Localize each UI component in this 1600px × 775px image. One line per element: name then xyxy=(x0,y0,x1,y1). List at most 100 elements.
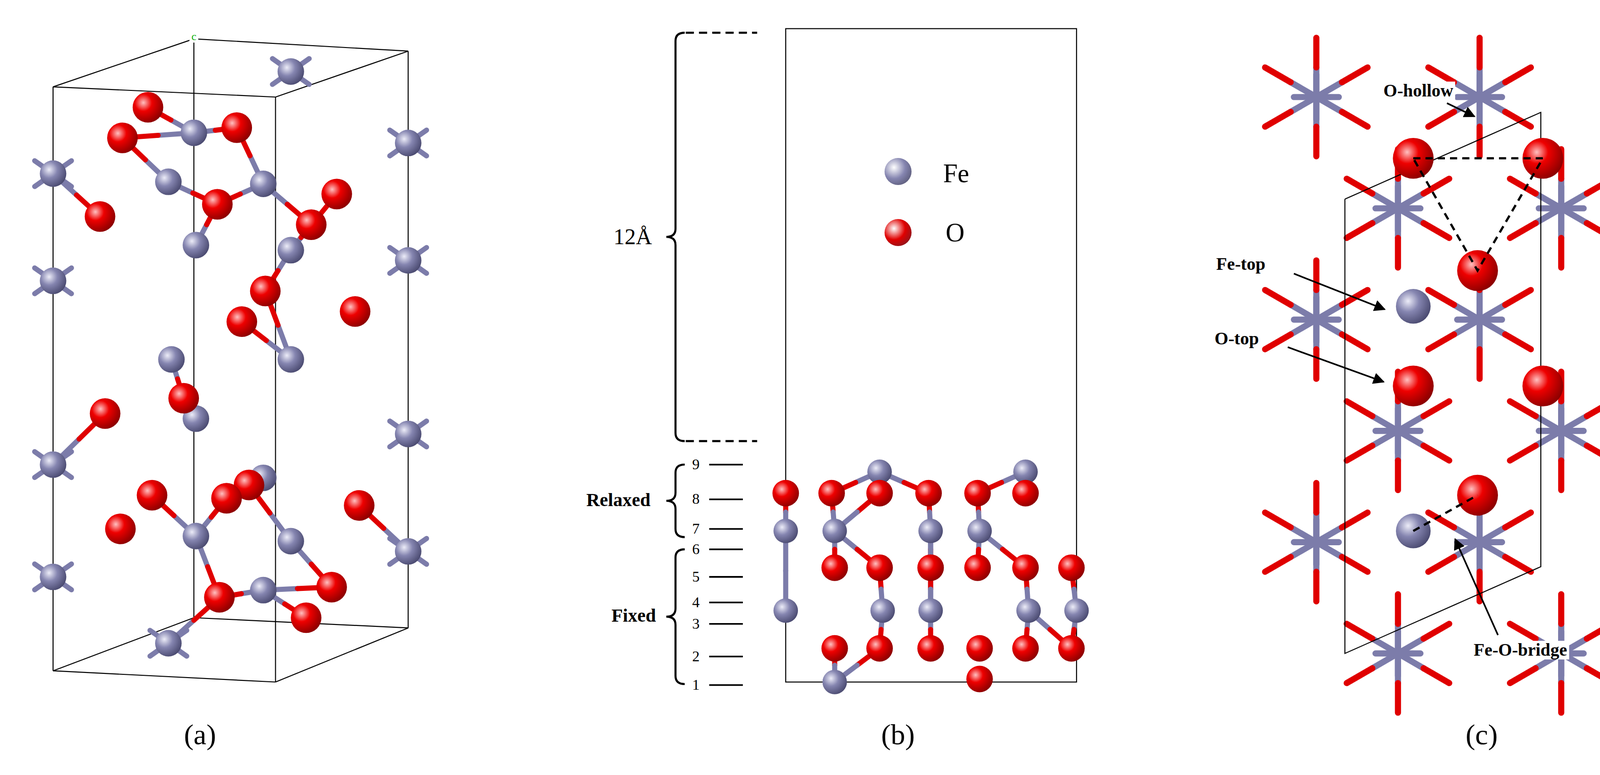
bond xyxy=(1428,111,1454,127)
o-atom xyxy=(105,513,137,545)
fe-atom xyxy=(394,537,422,565)
bond xyxy=(1476,74,1483,120)
legend-text: O xyxy=(945,218,965,247)
site-label: O-top xyxy=(1212,329,1261,348)
layer-number: 9 xyxy=(690,456,702,473)
bond xyxy=(1510,667,1536,683)
o-atom xyxy=(316,571,348,603)
bond xyxy=(1558,593,1565,624)
fe-atom xyxy=(39,563,67,590)
hollow-triangle xyxy=(1413,158,1543,271)
fe-atom xyxy=(822,669,848,695)
bond xyxy=(1505,556,1532,572)
bond xyxy=(1476,297,1483,342)
o-atom xyxy=(917,634,944,662)
bond xyxy=(1423,223,1450,239)
fe-atom xyxy=(158,346,185,373)
bond xyxy=(1395,682,1402,713)
bond xyxy=(1586,223,1600,239)
o-atom xyxy=(168,382,199,414)
bond xyxy=(1428,67,1454,83)
fe-atom xyxy=(967,518,993,544)
axis-label: c xyxy=(189,30,199,43)
bond xyxy=(1510,623,1536,639)
o-atom xyxy=(226,306,258,337)
bond xyxy=(1510,178,1536,194)
fe-atom xyxy=(39,450,67,478)
cell-edge xyxy=(53,86,276,97)
o-atom xyxy=(772,479,799,507)
layer-number: 3 xyxy=(690,615,702,632)
fe-atom xyxy=(250,576,277,604)
o-atom xyxy=(343,490,375,521)
bulk-structure xyxy=(34,58,427,657)
o-atom xyxy=(866,554,893,581)
vacuum-dash xyxy=(685,439,757,442)
o-atom xyxy=(964,554,991,581)
bond xyxy=(1346,667,1373,683)
layer-group-label: Relaxed xyxy=(584,490,653,510)
bond xyxy=(1341,334,1368,350)
bond xyxy=(1428,289,1454,305)
o-atom xyxy=(136,479,168,511)
fe-atom xyxy=(277,346,305,373)
bond xyxy=(1346,223,1373,239)
o-atom xyxy=(211,482,242,514)
fe-atom xyxy=(180,119,208,146)
o-atom xyxy=(202,188,233,220)
bond xyxy=(1505,111,1532,127)
atoms xyxy=(1392,137,1564,549)
supercell-box xyxy=(785,28,1077,682)
vacuum-dash xyxy=(685,31,757,34)
bond xyxy=(1510,401,1536,416)
legend-text: Fe xyxy=(943,159,970,188)
o-atom xyxy=(132,91,164,123)
bond xyxy=(1313,37,1320,68)
bond xyxy=(1346,401,1373,416)
bond xyxy=(1505,512,1532,528)
bond xyxy=(1341,67,1368,83)
fe-atom xyxy=(277,527,305,555)
bond xyxy=(1423,623,1450,639)
bond xyxy=(1346,623,1373,639)
cell-outline xyxy=(1344,112,1541,654)
legend-swatch xyxy=(884,157,912,185)
fe-atom xyxy=(277,58,305,85)
bond xyxy=(1395,238,1402,268)
layer-tick xyxy=(709,622,743,625)
bond xyxy=(1265,289,1291,305)
bond xyxy=(1558,408,1565,453)
o-atom xyxy=(818,479,845,507)
cell-edge xyxy=(53,38,194,87)
o-atom xyxy=(966,665,994,692)
fe-atom xyxy=(1395,288,1431,324)
fe-atom xyxy=(250,170,277,198)
bond xyxy=(1423,667,1450,683)
fe-atom xyxy=(39,267,67,294)
o-atom xyxy=(321,178,353,210)
bond xyxy=(1265,111,1291,127)
fe-atom xyxy=(182,231,210,259)
slab-annotations xyxy=(666,32,758,685)
o-atom xyxy=(1012,554,1039,581)
layer-tick xyxy=(709,463,743,466)
o-atom xyxy=(915,479,942,507)
o-atom xyxy=(1012,634,1039,662)
fe-atom xyxy=(1064,598,1090,623)
bond xyxy=(1586,401,1600,416)
fe-atom xyxy=(39,160,67,187)
layer-tick xyxy=(709,655,743,658)
o-atom xyxy=(966,634,994,662)
brace xyxy=(666,549,685,684)
bridge-dash xyxy=(1413,495,1478,532)
bond xyxy=(1476,348,1483,379)
bond xyxy=(1476,126,1483,157)
bond xyxy=(1476,519,1483,565)
bond xyxy=(1423,401,1450,416)
fe-atom xyxy=(394,246,422,274)
slab-model xyxy=(772,28,1089,694)
surface-top-view xyxy=(1265,37,1600,713)
bond xyxy=(1313,348,1320,379)
bond xyxy=(1428,334,1454,350)
cell-edge xyxy=(53,670,276,682)
